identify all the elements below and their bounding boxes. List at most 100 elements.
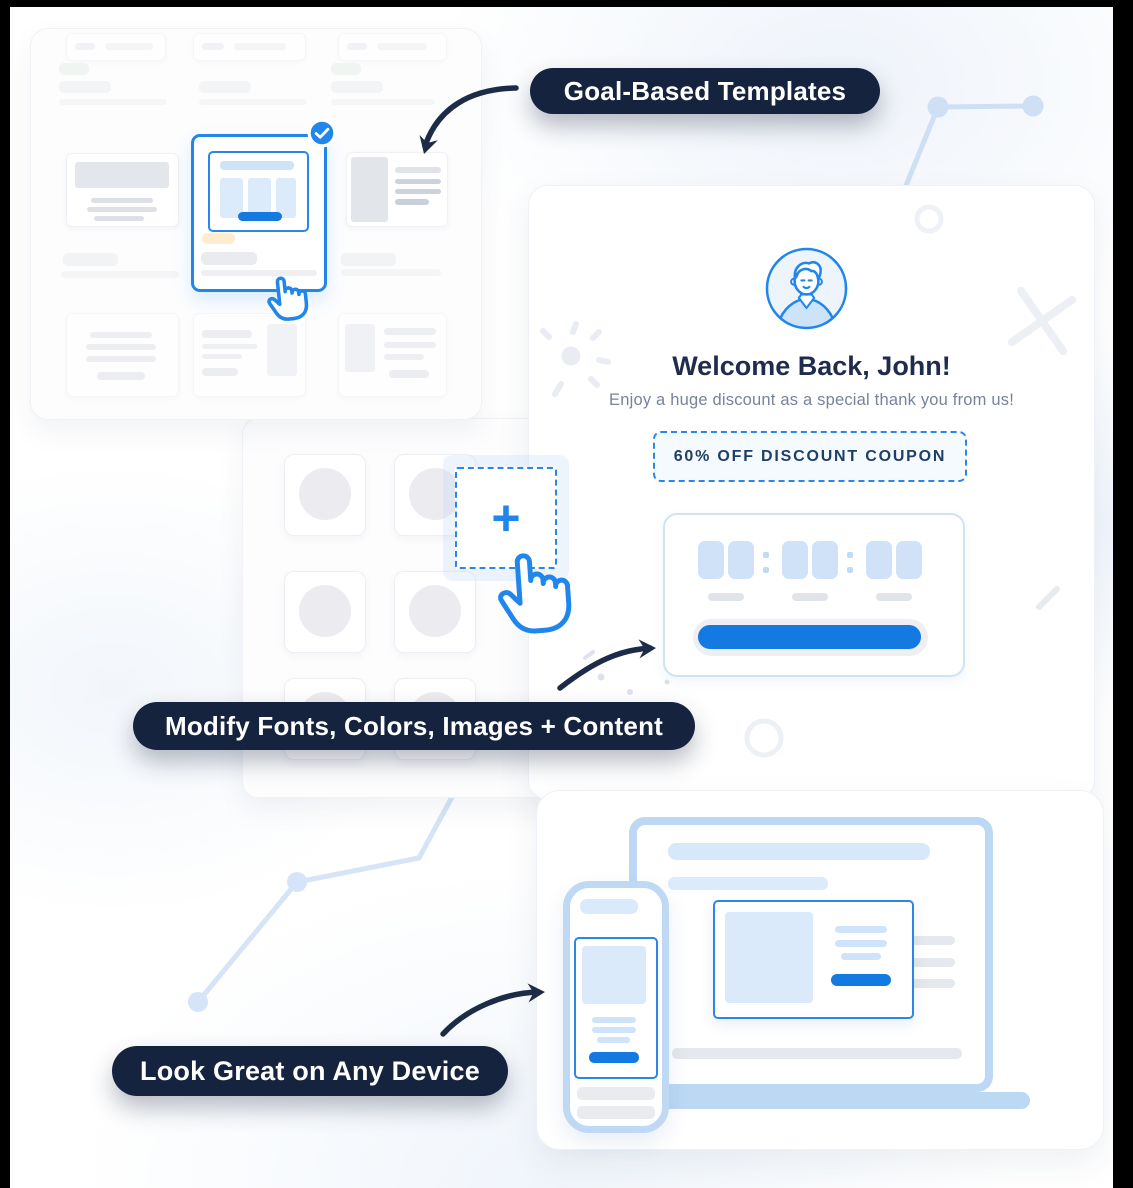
placeholder-bar <box>201 252 257 265</box>
placeholder-bar <box>202 344 257 349</box>
placeholder-bar <box>377 43 427 50</box>
add-image-box[interactable]: + <box>455 467 557 569</box>
countdown-label-bar <box>876 593 912 601</box>
template-preview <box>208 151 309 232</box>
placeholder-bar <box>91 198 153 203</box>
polyline-dot <box>1022 95 1044 117</box>
greeting-title: Welcome Back, John! <box>529 351 1094 382</box>
placeholder-bar <box>341 269 441 276</box>
countdown-digit <box>782 541 808 579</box>
placeholder-bar <box>105 43 153 50</box>
phone-text-row <box>577 1106 655 1119</box>
popup-button <box>831 974 891 986</box>
greeting-subtitle: Enjoy a huge discount as a special thank… <box>609 391 1014 409</box>
placeholder-bar <box>199 81 251 93</box>
laptop-text-row <box>911 958 955 967</box>
laptop-popup-preview <box>713 900 914 1019</box>
laptop-content-bar <box>668 843 930 860</box>
colon-dot <box>763 567 769 573</box>
placeholder-bar <box>395 167 441 173</box>
polyline-dot <box>927 96 949 118</box>
template-row-faded <box>31 29 481 139</box>
placeholder-bar <box>59 63 89 75</box>
template-card[interactable] <box>338 313 447 397</box>
placeholder-bar <box>592 1017 636 1023</box>
template-row-faded <box>31 313 481 419</box>
colon-dot <box>847 552 853 558</box>
template-card[interactable] <box>346 152 448 227</box>
image-cell[interactable] <box>284 454 366 536</box>
placeholder-bar <box>389 370 429 378</box>
selected-template-card[interactable] <box>191 134 327 292</box>
frame-edge-left <box>0 0 10 1188</box>
template-card[interactable] <box>66 33 166 61</box>
callout-any-device: Look Great on Any Device <box>112 1046 508 1096</box>
placeholder-bar <box>87 207 157 212</box>
placeholder-bar <box>331 99 435 105</box>
template-card[interactable] <box>66 313 179 397</box>
countdown-digit <box>866 541 892 579</box>
frame-edge-top <box>0 0 1133 7</box>
countdown-cta-button[interactable] <box>698 625 921 649</box>
template-card[interactable] <box>193 313 306 397</box>
laptop-content-bar <box>668 877 828 890</box>
placeholder-block <box>267 324 297 376</box>
placeholder-bar <box>199 99 307 105</box>
greeting-suffix: ! <box>941 351 951 381</box>
countdown-digit <box>896 541 922 579</box>
laptop-text-row <box>911 936 955 945</box>
placeholder-block <box>345 324 375 372</box>
placeholder-bar <box>63 253 118 266</box>
placeholder-bar <box>90 332 152 338</box>
greeting-prefix: Welcome Back, <box>672 351 878 381</box>
colon-dot <box>763 552 769 558</box>
templates-panel <box>30 28 482 420</box>
dots-decoration <box>597 673 670 695</box>
laptop-text-row <box>672 1048 962 1059</box>
placeholder-bar <box>234 43 286 50</box>
hand-cursor-icon <box>267 276 309 321</box>
placeholder-bar <box>201 270 317 276</box>
image-placeholder-circle <box>299 468 351 520</box>
circle-decoration <box>914 204 944 234</box>
polyline-top-right <box>902 103 1036 191</box>
image-cell[interactable] <box>394 571 476 653</box>
placeholder-bar <box>202 233 235 244</box>
placeholder-bar <box>841 953 881 960</box>
callout-goal-templates: Goal-Based Templates <box>530 68 880 114</box>
placeholder-block <box>351 157 388 222</box>
placeholder-bar <box>347 43 367 50</box>
phone-content-bar <box>580 899 638 914</box>
x-decoration <box>1007 286 1077 356</box>
preview-button <box>238 212 282 221</box>
colon-dot <box>847 567 853 573</box>
popup-button <box>589 1052 639 1063</box>
popup-image-placeholder <box>582 946 646 1004</box>
template-card[interactable] <box>338 33 447 61</box>
greeting-name: John <box>877 351 942 381</box>
placeholder-bar <box>202 368 238 376</box>
slash-decoration <box>1036 586 1060 610</box>
coupon-button[interactable]: 60% OFF DISCOUNT COUPON <box>653 431 967 482</box>
placeholder-bar <box>59 99 167 105</box>
placeholder-block <box>75 162 169 188</box>
polyline-dot <box>188 992 208 1012</box>
callout-modify-content: Modify Fonts, Colors, Images + Content <box>133 702 695 750</box>
countdown-digit <box>728 541 754 579</box>
placeholder-bar <box>384 328 436 335</box>
template-card[interactable] <box>193 33 306 61</box>
placeholder-bar <box>835 926 887 933</box>
laptop-base <box>606 1092 1030 1109</box>
placeholder-bar <box>592 1027 636 1033</box>
circle-decoration <box>744 718 784 758</box>
welcome-popup-card: Welcome Back, John! Enjoy a huge discoun… <box>528 185 1095 800</box>
laptop-text-row <box>911 979 955 988</box>
template-card[interactable] <box>66 153 179 227</box>
placeholder-bar <box>384 342 436 348</box>
placeholder-bar <box>75 43 95 50</box>
user-avatar <box>765 247 848 330</box>
image-cell[interactable] <box>284 571 366 653</box>
placeholder-bar <box>384 354 424 360</box>
polyline-dot <box>287 872 307 892</box>
placeholder-bar <box>331 81 383 93</box>
